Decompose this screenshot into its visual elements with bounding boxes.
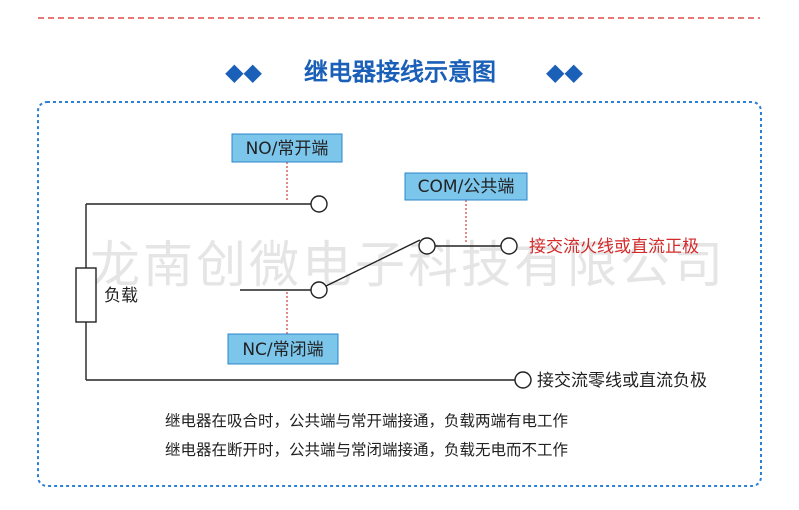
ac-neutral-label: 接交流零线或直流负极 xyxy=(537,371,707,391)
ac-live-label: 接交流火线或直流正极 xyxy=(529,237,699,257)
live-terminal xyxy=(500,237,518,255)
nc-label-box xyxy=(227,333,339,365)
nc-label: NC/常闭端 xyxy=(242,340,323,360)
com-label-box xyxy=(404,172,528,201)
note-line-1: 继电器在吸合时，公共端与常开端接通，负载两端有电工作 xyxy=(165,412,568,430)
title-decoration-left: ◆◆ xyxy=(225,58,262,86)
no-label: NO/常开端 xyxy=(246,139,329,159)
load-label: 负载 xyxy=(104,286,138,306)
title-decoration-right: ◆◆ xyxy=(546,58,583,86)
watermark: 龙南创微电子科技有限公司 xyxy=(90,236,726,294)
com-label: COM/公共端 xyxy=(418,177,515,197)
page-title: 继电器接线示意图 xyxy=(304,58,496,86)
neutral-terminal xyxy=(514,371,532,389)
switch-arm xyxy=(325,239,421,287)
load-resistor xyxy=(75,267,97,323)
diagram-frame xyxy=(37,101,762,487)
nc-terminal xyxy=(310,281,328,299)
no-terminal xyxy=(310,195,328,213)
com-terminal xyxy=(418,237,436,255)
no-label-box xyxy=(231,133,343,163)
note-line-2: 继电器在断开时，公共端与常闭端接通，负载无电而不工作 xyxy=(165,441,568,459)
